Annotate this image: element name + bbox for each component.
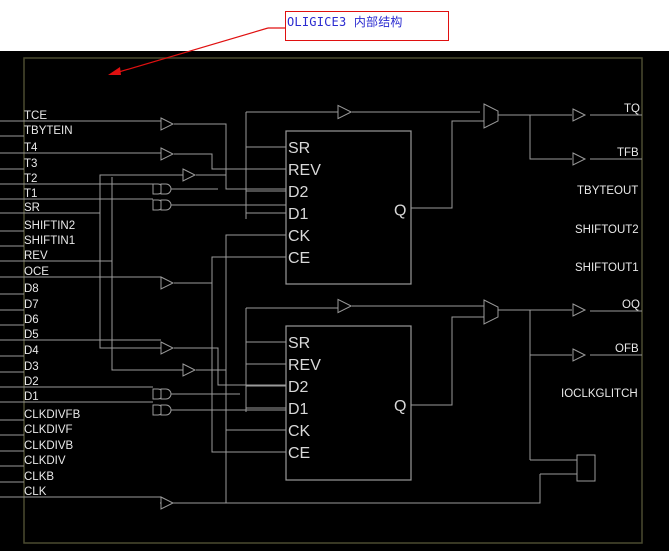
register-block — [285, 130, 412, 285]
buffer-icon — [572, 348, 587, 362]
input-label: T3 — [24, 158, 37, 170]
buffer-icon — [160, 276, 175, 290]
input-label: T4 — [24, 142, 38, 154]
wire-layer — [0, 111, 642, 504]
input-label: SHIFTIN2 — [24, 220, 75, 232]
block-port-label: SR — [288, 140, 310, 157]
and-gate-icon — [160, 404, 172, 416]
buffer-icon — [182, 168, 197, 182]
buffer-icon — [160, 341, 175, 355]
input-label: CLKB — [24, 471, 54, 483]
buffer-icon — [160, 147, 175, 161]
block-port-label: CK — [288, 423, 311, 440]
wire — [411, 120, 484, 209]
wire — [174, 123, 286, 190]
buffer-icon — [572, 108, 587, 122]
title-callout: OLIGICE3 内部结构 — [285, 11, 449, 41]
and-gate-icon — [160, 388, 172, 400]
buffer-icon — [160, 117, 175, 131]
block-port-label: D1 — [288, 401, 309, 418]
input-label: SR — [24, 202, 40, 214]
register-block — [285, 325, 412, 481]
input-label: D2 — [24, 376, 39, 388]
input-label: CLKDIV — [24, 455, 66, 467]
wire — [211, 257, 286, 453]
buffer-icon — [572, 303, 587, 317]
input-label: TBYTEIN — [24, 125, 73, 137]
block-port-label: REV — [288, 357, 321, 374]
mux-icon — [483, 103, 499, 129]
output-label: TFB — [617, 147, 639, 159]
block-port-label: REV — [288, 162, 321, 179]
label-layer: TCETBYTEINT4T3T2T1SRSHIFTIN2SHIFTIN1REVO… — [24, 103, 640, 498]
buffer-icon — [182, 363, 197, 377]
input-label: OCE — [24, 266, 49, 278]
input-label: D5 — [24, 329, 39, 341]
input-label: D8 — [24, 283, 39, 295]
wire — [160, 474, 541, 504]
input-label: CLKDIVB — [24, 440, 74, 452]
input-label: TCE — [24, 110, 47, 122]
glitch-block — [576, 454, 596, 482]
input-label: D3 — [24, 361, 39, 373]
buffer-icon — [572, 152, 587, 166]
output-label: OQ — [622, 299, 640, 311]
wire — [174, 234, 286, 504]
buffer-icon — [160, 496, 175, 510]
block-port-label: CE — [288, 250, 310, 267]
output-label: IOCLKGLITCH — [561, 388, 638, 400]
block-port-label: CE — [288, 445, 310, 462]
block-output-label: Q — [394, 398, 406, 415]
buffer-icon — [337, 104, 353, 120]
block-port-label: D2 — [288, 379, 309, 396]
output-label: SHIFTOUT2 — [575, 224, 639, 236]
block-port-label: D2 — [288, 184, 309, 201]
input-label: CLKDIVFB — [24, 409, 81, 421]
and-gate-icon — [160, 199, 172, 211]
block-port-label: D1 — [288, 206, 309, 223]
output-label: TQ — [624, 103, 640, 115]
arrow-icon — [108, 27, 285, 75]
input-label: D6 — [24, 314, 39, 326]
output-label: SHIFTOUT1 — [575, 262, 639, 274]
title-text: OLIGICE3 内部结构 — [287, 15, 403, 29]
input-label: D4 — [24, 345, 39, 357]
input-label: CLK — [24, 486, 47, 498]
output-label: TBYTEOUT — [577, 185, 638, 197]
input-label: D1 — [24, 391, 39, 403]
block-port-label: SR — [288, 335, 310, 352]
wire — [99, 213, 161, 349]
buffer-icon — [337, 298, 353, 314]
block-output-label: Q — [394, 203, 406, 220]
input-label: T1 — [24, 188, 37, 200]
wire — [174, 153, 286, 170]
diagram-frame — [23, 57, 643, 544]
input-label: REV — [24, 250, 48, 262]
and-gate-icon — [160, 183, 172, 195]
wire — [24, 174, 183, 214]
mux-icon — [483, 299, 499, 325]
component-layer — [152, 103, 596, 510]
wire — [111, 261, 183, 371]
input-label: D7 — [24, 299, 39, 311]
wire — [411, 316, 484, 406]
output-label: OFB — [615, 343, 639, 355]
block-port-label: CK — [288, 228, 311, 245]
input-label: T2 — [24, 173, 37, 185]
wire — [174, 347, 286, 386]
input-label: CLKDIVF — [24, 424, 73, 436]
input-label: SHIFTIN1 — [24, 235, 75, 247]
